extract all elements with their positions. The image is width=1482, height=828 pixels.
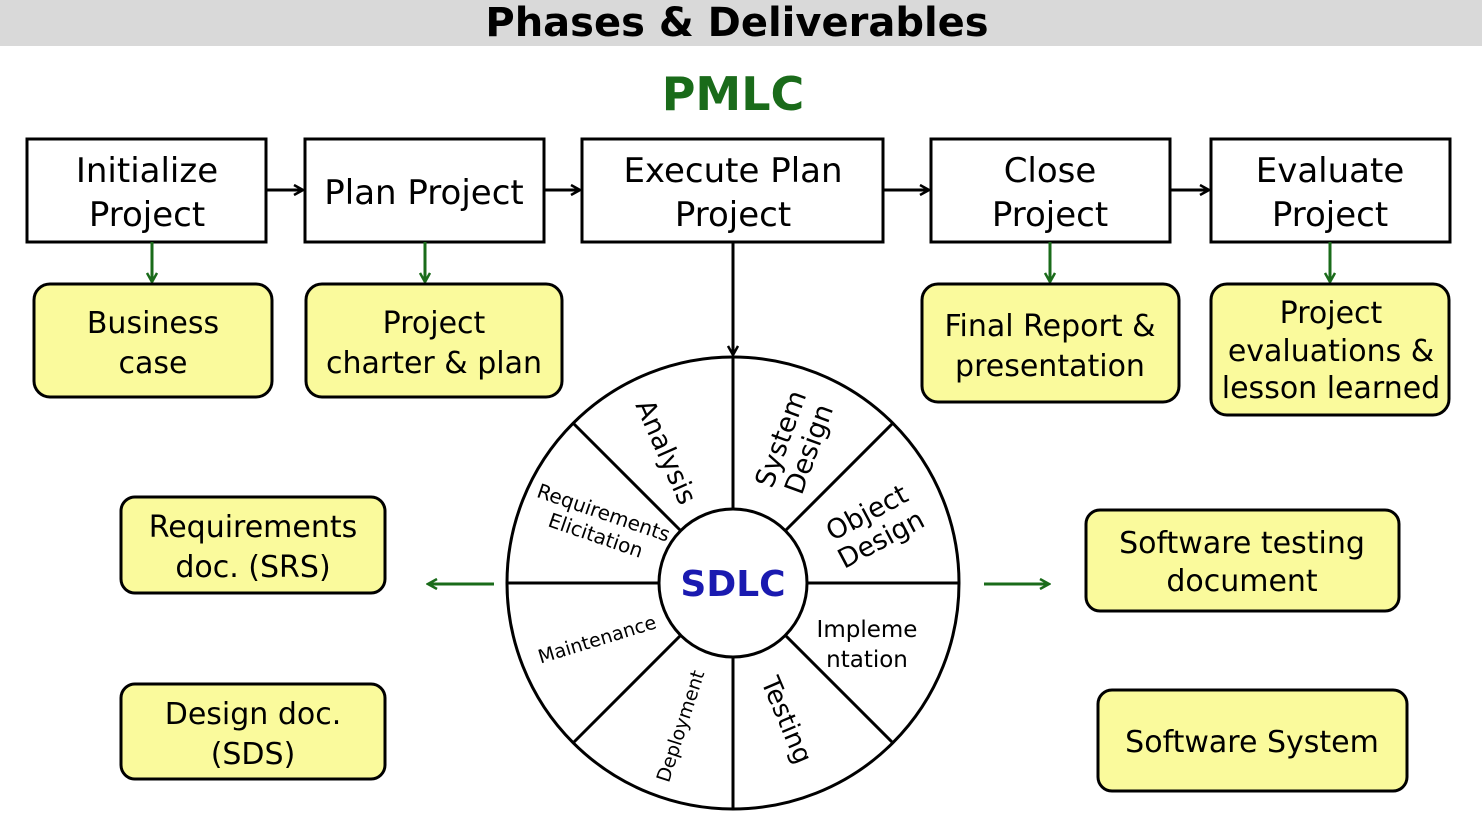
phase-close: Close Project: [929, 137, 1172, 244]
deliverable-final-report: Final Report & presentation: [920, 282, 1181, 404]
phase-box: [303, 137, 546, 244]
phase-label-line2: Project: [992, 195, 1108, 235]
deliverable-line: charter & plan: [326, 346, 542, 381]
deliverable-line: doc. (SRS): [175, 550, 330, 585]
deliverable-line: Final Report &: [944, 309, 1155, 344]
sdlc-segment-implementation: Impleme ntation: [817, 617, 918, 673]
deliverable-line: presentation: [955, 349, 1145, 384]
deliverable-software-testing-doc: Software testing document: [1084, 508, 1401, 613]
deliverable-box: [32, 282, 274, 399]
deliverable-line: Software testing: [1119, 526, 1365, 561]
deliverable-line: Project: [1280, 296, 1383, 331]
phase-box: [25, 137, 268, 244]
phase-label-line1: Plan Project: [324, 173, 523, 213]
deliverable-project-charter: Project charter & plan: [304, 282, 564, 399]
sdlc-divider: [571, 633, 683, 745]
phase-plan: Plan Project: [303, 137, 546, 244]
deliverable-line: lesson learned: [1222, 371, 1440, 406]
deliverable-line: Software System: [1125, 725, 1379, 760]
header-band: [0, 0, 1482, 46]
phase-label-line2: Project: [89, 195, 205, 235]
deliverable-business-case: Business case: [32, 282, 274, 399]
deliverable-project-evaluations: Project evaluations & lesson learned: [1209, 282, 1451, 417]
sdlc-divider: [571, 421, 683, 533]
deliverable-line: case: [119, 346, 188, 381]
sdlc-title: SDLC: [680, 564, 785, 605]
sdlc-inner-circle: [657, 507, 809, 659]
phase-box: [580, 137, 885, 244]
phase-initialize: Initialize Project: [25, 137, 268, 244]
deliverable-line: Requirements: [149, 510, 358, 545]
phase-label-line1: Execute Plan: [623, 151, 842, 191]
deliverable-design-doc: Design doc. (SDS): [119, 682, 387, 781]
segment-label: ntation: [826, 647, 908, 673]
deliverable-line: Business: [87, 306, 219, 341]
deliverable-box: [119, 682, 387, 781]
deliverable-line: document: [1166, 564, 1318, 599]
pmlc-title: PMLC: [662, 67, 805, 121]
sdlc-divider: [783, 421, 895, 533]
phase-execute: Execute Plan Project: [580, 137, 885, 244]
phase-label-line1: Initialize: [76, 151, 218, 191]
deliverable-line: Project: [383, 306, 486, 341]
phase-label-line1: Close: [1004, 151, 1097, 191]
deliverable-box: [1209, 282, 1451, 417]
deliverable-line: evaluations &: [1228, 334, 1434, 369]
deliverable-requirements-doc: Requirements doc. (SRS): [119, 495, 387, 595]
phase-evaluate: Evaluate Project: [1209, 137, 1452, 244]
segment-label: Impleme: [817, 617, 918, 643]
deliverable-box: [304, 282, 564, 399]
deliverable-line: Design doc.: [165, 697, 342, 732]
sdlc-wheel: SDLC Analysis System Design Object Desig…: [505, 355, 961, 811]
phase-label-line2: Project: [1272, 195, 1388, 235]
deliverable-box: [119, 495, 387, 595]
sdlc-divider: [783, 633, 895, 745]
deliverable-software-system: Software System: [1096, 688, 1409, 793]
page-title: Phases & Deliverables: [485, 0, 988, 46]
deliverable-box: [1096, 688, 1409, 793]
phase-label-line1: Evaluate: [1256, 151, 1405, 191]
phase-label-line2: Project: [675, 195, 791, 235]
deliverable-line: (SDS): [211, 737, 296, 772]
deliverable-box: [1084, 508, 1401, 613]
deliverable-box: [920, 282, 1181, 404]
